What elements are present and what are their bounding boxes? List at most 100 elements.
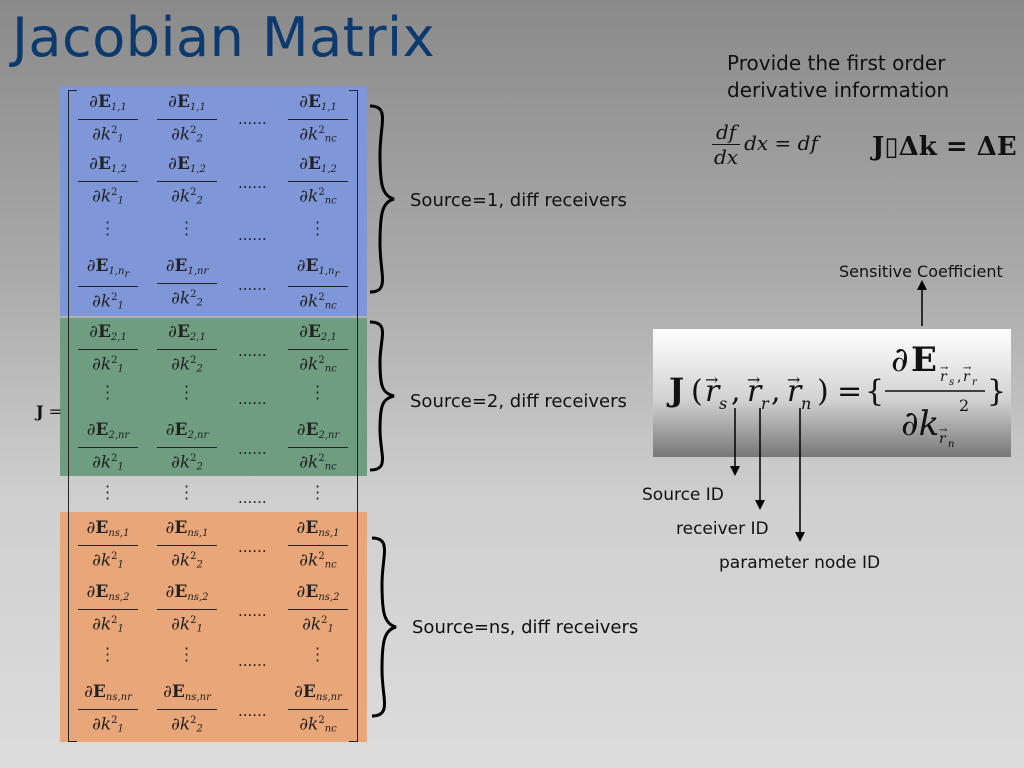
id-pointer-arrows xyxy=(730,408,805,542)
svg-text:=: = xyxy=(837,374,862,409)
hdots: ...... xyxy=(238,342,267,360)
matrix-cell: ∂Ens,nr∂k21 xyxy=(78,682,138,741)
hdots: ...... xyxy=(238,440,267,458)
df-dx-fraction: df dx xyxy=(712,120,741,169)
source-1-band xyxy=(60,86,367,316)
vdots: ··· xyxy=(105,213,111,244)
parameter-node-id-label: parameter node ID xyxy=(719,553,881,573)
hdots: ...... xyxy=(238,390,267,408)
vdots: ··· xyxy=(315,639,321,670)
vdots: ··· xyxy=(184,377,190,408)
svg-text:→: → xyxy=(747,370,760,389)
hdots: ...... xyxy=(238,538,267,556)
hdots: ...... xyxy=(238,489,267,507)
matrix-cell: ∂E1,nr∂k22 xyxy=(157,256,217,315)
svg-text:): ) xyxy=(817,374,829,409)
jacobian-symbol: J = xyxy=(36,402,63,421)
matrix-cell: ∂E1,1∂k2nc xyxy=(288,92,348,151)
svg-text:s: s xyxy=(719,394,727,413)
matrix-cell: ∂Ens,1∂k21 xyxy=(78,518,138,577)
svg-text:→: → xyxy=(705,370,718,389)
svg-text:→: → xyxy=(939,425,948,436)
vdots: ··· xyxy=(184,213,190,244)
source-2-band xyxy=(60,318,367,476)
matrix-cell: ∂E1,nr∂k2nc xyxy=(288,256,348,318)
arrow-up-icon xyxy=(917,280,927,326)
matrix-cell: ∂E2,1∂k22 xyxy=(157,322,217,381)
matrix-cell: ∂E1,1∂k22 xyxy=(157,92,217,151)
vdots: ··· xyxy=(105,377,111,408)
jacobian-formula: J ( r → s , r → r , r → n ) = { ∂ E r → … xyxy=(666,340,1006,450)
matrix-cell: ∂Ens,nr∂k22 xyxy=(157,682,217,741)
jacobian-equation: J▯Δk = ΔE xyxy=(872,132,1017,162)
matrix-cell: ∂E1,1∂k21 xyxy=(78,92,138,151)
svg-text:r: r xyxy=(972,377,978,388)
hdots: ...... xyxy=(238,602,267,620)
vdots: ··· xyxy=(315,477,321,508)
brace-source-2 xyxy=(369,320,395,472)
svg-text:n: n xyxy=(801,394,811,413)
source-ns-label: Source=ns, diff receivers xyxy=(412,617,639,638)
svg-text:}: } xyxy=(987,374,1006,409)
matrix-cell: ∂E1,2∂k22 xyxy=(157,154,217,213)
svg-text:→: → xyxy=(963,363,972,374)
vdots: ··· xyxy=(315,213,321,244)
svg-text:r: r xyxy=(705,374,721,409)
receiver-id-label: receiver ID xyxy=(676,519,769,539)
svg-text:n: n xyxy=(948,439,954,450)
derivative-note: Provide the first order derivative infor… xyxy=(727,50,949,104)
svg-text:r: r xyxy=(787,374,803,409)
brace-source-1 xyxy=(369,104,395,294)
matrix-cell: ∂Ens,1∂k22 xyxy=(157,518,217,577)
hdots: ...... xyxy=(238,652,267,670)
hdots: ...... xyxy=(238,226,267,244)
derivative-rest: dx = df xyxy=(744,131,818,155)
vdots: ··· xyxy=(315,377,321,408)
matrix-cell: ∂E2,nr∂k21 xyxy=(78,420,138,479)
svg-text:,: , xyxy=(771,374,781,409)
hdots: ...... xyxy=(238,174,267,192)
source-1-label: Source=1, diff receivers xyxy=(410,190,627,211)
svg-text:J: J xyxy=(666,371,684,409)
matrix-cell: ∂Ens,1∂k2nc xyxy=(288,518,348,577)
matrix-cell: ∂Ens,2∂k21 xyxy=(157,582,217,641)
matrix-cell: ∂Ens,nr∂k2nc xyxy=(288,682,348,741)
derivative-equation: df dx dx = df xyxy=(712,120,818,169)
source-ns-band xyxy=(60,512,367,742)
hdots: ...... xyxy=(238,702,267,720)
vdots: ··· xyxy=(105,477,111,508)
matrix-cell: ∂E2,nr∂k22 xyxy=(157,420,217,479)
svg-text:{: { xyxy=(865,374,884,409)
brace-source-ns xyxy=(371,536,397,718)
note-line-2: derivative information xyxy=(727,78,950,102)
matrix-cell: ∂E2,nr∂k2nc xyxy=(288,420,348,479)
sensitive-coefficient-label: Sensitive Coefficient xyxy=(839,262,1003,281)
matrix-left-bracket xyxy=(68,90,77,742)
svg-text:r: r xyxy=(963,369,971,385)
vdots: ··· xyxy=(105,639,111,670)
source-id-label: Source ID xyxy=(642,485,724,505)
svg-text:→: → xyxy=(787,370,800,389)
formula-box xyxy=(653,329,1011,457)
slide-title: Jacobian Matrix xyxy=(12,6,436,69)
matrix-cell: ∂Ens,2∂k21 xyxy=(78,582,138,641)
svg-text:r: r xyxy=(939,431,947,447)
vdots: ··· xyxy=(184,639,190,670)
svg-text:→: → xyxy=(940,363,949,374)
svg-text:r: r xyxy=(940,369,948,385)
svg-text:E: E xyxy=(911,340,937,380)
svg-text:,: , xyxy=(957,369,961,385)
svg-text:∂: ∂ xyxy=(891,340,909,380)
svg-text:s: s xyxy=(949,377,954,388)
svg-text:,: , xyxy=(731,374,741,409)
matrix-cell: ∂Ens,2∂k21 xyxy=(288,582,348,641)
svg-text:(: ( xyxy=(691,374,703,409)
svg-text:∂k: ∂k xyxy=(901,404,939,444)
svg-text:2: 2 xyxy=(959,396,969,415)
vdots: ··· xyxy=(184,477,190,508)
matrix-cell: ∂E1,2∂k21 xyxy=(78,154,138,213)
svg-text:r: r xyxy=(747,374,763,409)
matrix-cell: ∂E2,1∂k21 xyxy=(78,322,138,381)
matrix-cell: ∂E1,nr∂k21 xyxy=(78,256,138,318)
source-2-label: Source=2, diff receivers xyxy=(410,391,627,412)
